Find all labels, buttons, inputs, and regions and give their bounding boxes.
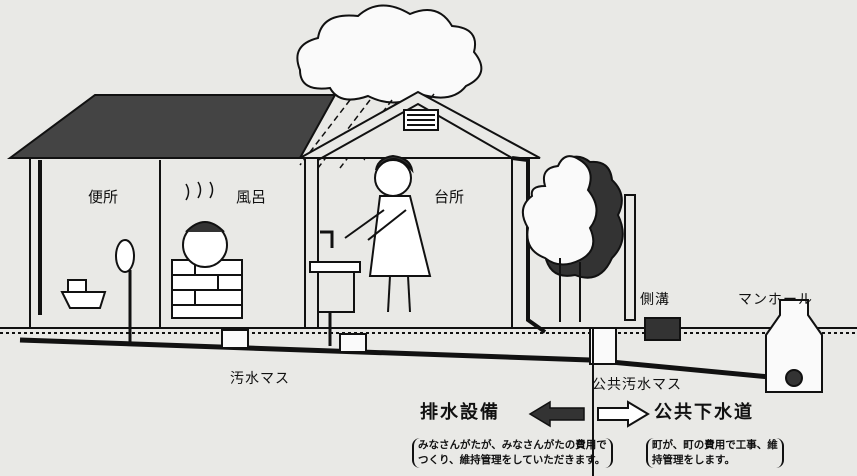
house bbox=[6, 90, 547, 334]
woman-body bbox=[368, 195, 432, 277]
gutter-label: 側溝 bbox=[640, 292, 670, 308]
manhole-label: マンホール bbox=[738, 292, 813, 308]
manhole-shape bbox=[765, 299, 823, 393]
room-label-toilet: 便所 bbox=[88, 188, 119, 206]
private-section-note: みなさんがたが、みなさんがたの費用で つくり、維持管理をしていただきます。 bbox=[412, 438, 613, 468]
public-section-note: 町が、町の費用で工事、維 持管理をします。 bbox=[646, 438, 784, 468]
gutter-channel bbox=[644, 317, 681, 341]
steam bbox=[185, 181, 214, 201]
roof-left bbox=[6, 94, 337, 159]
private-basin-label: 汚水マス bbox=[230, 371, 290, 387]
ground bbox=[0, 317, 857, 341]
public-basin-shape bbox=[589, 327, 617, 365]
trees bbox=[521, 155, 624, 322]
public-basin-label: 公共汚水マス bbox=[592, 377, 682, 393]
kitchen-sink bbox=[309, 261, 361, 273]
toilet-bowl bbox=[60, 291, 107, 309]
arrow-right-icon bbox=[597, 400, 650, 428]
drain-pipe bbox=[19, 337, 821, 385]
private-basin-shape bbox=[221, 329, 367, 353]
public-note-line-1: 町が、町の費用で工事、維 bbox=[652, 439, 778, 451]
pole bbox=[624, 194, 636, 321]
faucet bbox=[320, 230, 334, 248]
urinal bbox=[115, 239, 135, 273]
cloud bbox=[296, 4, 483, 104]
public-section-title: 公共下水道 bbox=[654, 402, 754, 423]
private-section-title: 排水設備 bbox=[420, 402, 500, 423]
room-label-bath: 風呂 bbox=[236, 188, 267, 206]
private-note-line-1: みなさんがたが、みなさんがたの費用で bbox=[418, 439, 607, 451]
private-note-line-2: つくり、維持管理をしていただきます。 bbox=[418, 454, 606, 466]
public-note-line-2: 持管理をします。 bbox=[652, 454, 735, 466]
arrow-left-icon bbox=[528, 400, 585, 428]
room-label-kitchen: 台所 bbox=[434, 188, 465, 206]
